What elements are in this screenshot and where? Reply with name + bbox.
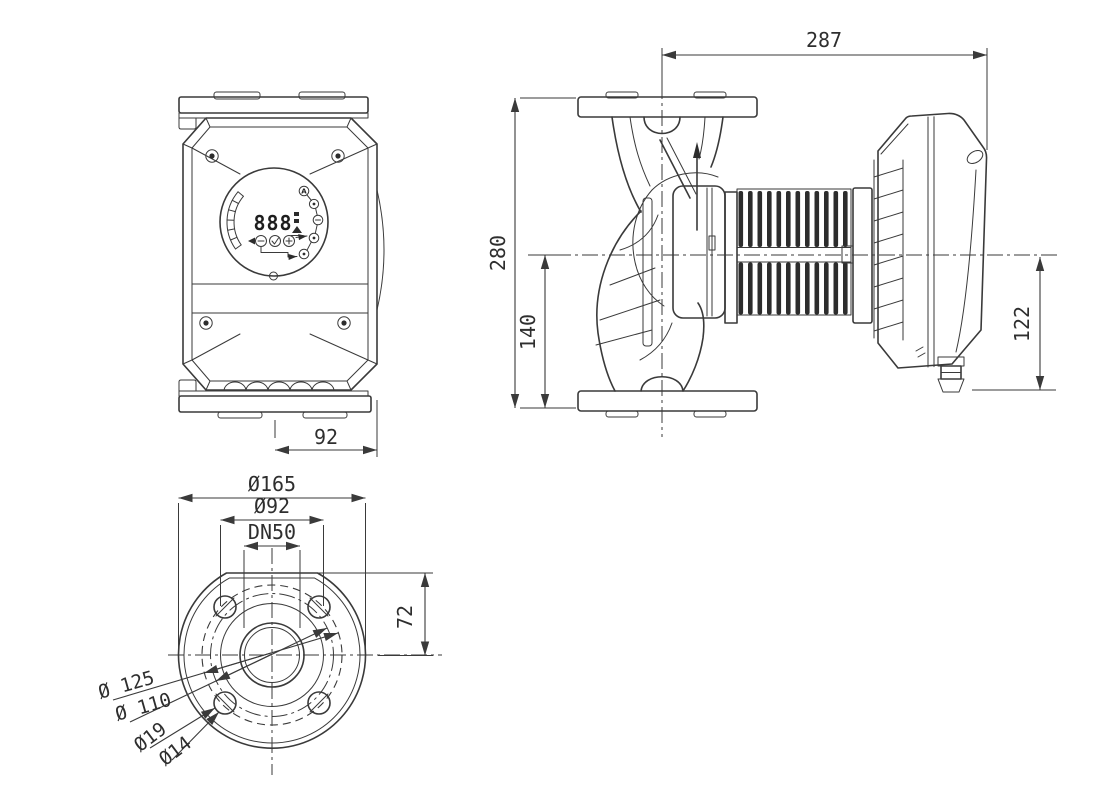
bolt-circle-110 (210, 593, 334, 717)
housing-screw (199, 149, 351, 330)
cable-gland (937, 356, 965, 393)
minus-button (255, 235, 267, 247)
flange-outer-contour (177, 572, 367, 749)
dim-center-to-port: 140 (516, 254, 562, 408)
front-view: 888 (178, 91, 385, 419)
electronics-module (873, 112, 988, 393)
raised-face-circle (220, 603, 324, 707)
front-bottom-ribs (223, 381, 335, 392)
dim-center-to-housing-edge: 92 (274, 400, 378, 457)
dim-280-label: 280 (486, 235, 510, 271)
front-housing (182, 117, 385, 391)
dim-dn50-label: DN50 (248, 520, 296, 544)
front-top-flange (178, 91, 369, 130)
menu-arrow-bottom (260, 246, 298, 260)
front-bottom-flange (178, 379, 372, 419)
dim-122-label: 122 (1010, 306, 1034, 342)
dim-overall-depth: 287 (661, 28, 988, 150)
module-heatsink-fins (873, 159, 904, 341)
ok-button (269, 235, 281, 247)
pump-volute (595, 116, 724, 392)
bore-outer (239, 622, 305, 688)
dim-165-label: Ø165 (248, 472, 296, 496)
panel-notch (269, 271, 278, 281)
dim-raised-face-dia: Ø92 (220, 494, 324, 606)
menu-circles: A (298, 185, 324, 260)
side-view (528, 83, 1057, 437)
dim-port-to-port: 280 (486, 97, 576, 409)
led-scale-icon (226, 191, 244, 250)
bore-inner (244, 627, 300, 683)
dim-bolt-hole-14: Ø14 (155, 711, 220, 770)
dim-nominal-dia: DN50 (243, 520, 301, 628)
dim-92-label: 92 (314, 425, 338, 449)
dim-flange-outer-dia: Ø165 (178, 472, 366, 648)
dim-92dia-label: Ø92 (254, 494, 290, 518)
volute-bulge-outline (376, 189, 385, 311)
menu-arrow-right (295, 234, 308, 241)
dim-72-label: 72 (393, 605, 417, 629)
dim-flange-top-to-center: 72 (318, 572, 433, 656)
dim-center-to-module-bottom: 122 (972, 257, 1056, 391)
strut (659, 139, 691, 199)
dim-140-label: 140 (516, 314, 540, 350)
module-lens-icon (966, 150, 984, 164)
seven-segment-display: 888 (253, 211, 292, 235)
back-arrow-icon (248, 237, 255, 245)
bottom-saddle (640, 376, 684, 392)
dim-287-label: 287 (806, 28, 842, 52)
side-top-flange (577, 91, 758, 118)
dimensions: 287 280 140 122 92 Ø165 (96, 28, 1056, 770)
top-saddle (643, 116, 681, 135)
motor-adapter (672, 185, 738, 324)
control-panel: 888 (219, 167, 329, 281)
plus-button (283, 235, 295, 247)
flange-view (168, 548, 442, 775)
auto-mode-icon: A (301, 188, 307, 196)
side-bottom-flange (577, 390, 758, 418)
display-unit-icon (290, 212, 304, 236)
bolt-circle-125 (201, 584, 343, 726)
motor-cooling-fins (736, 187, 873, 324)
bolt-hole (213, 595, 331, 715)
